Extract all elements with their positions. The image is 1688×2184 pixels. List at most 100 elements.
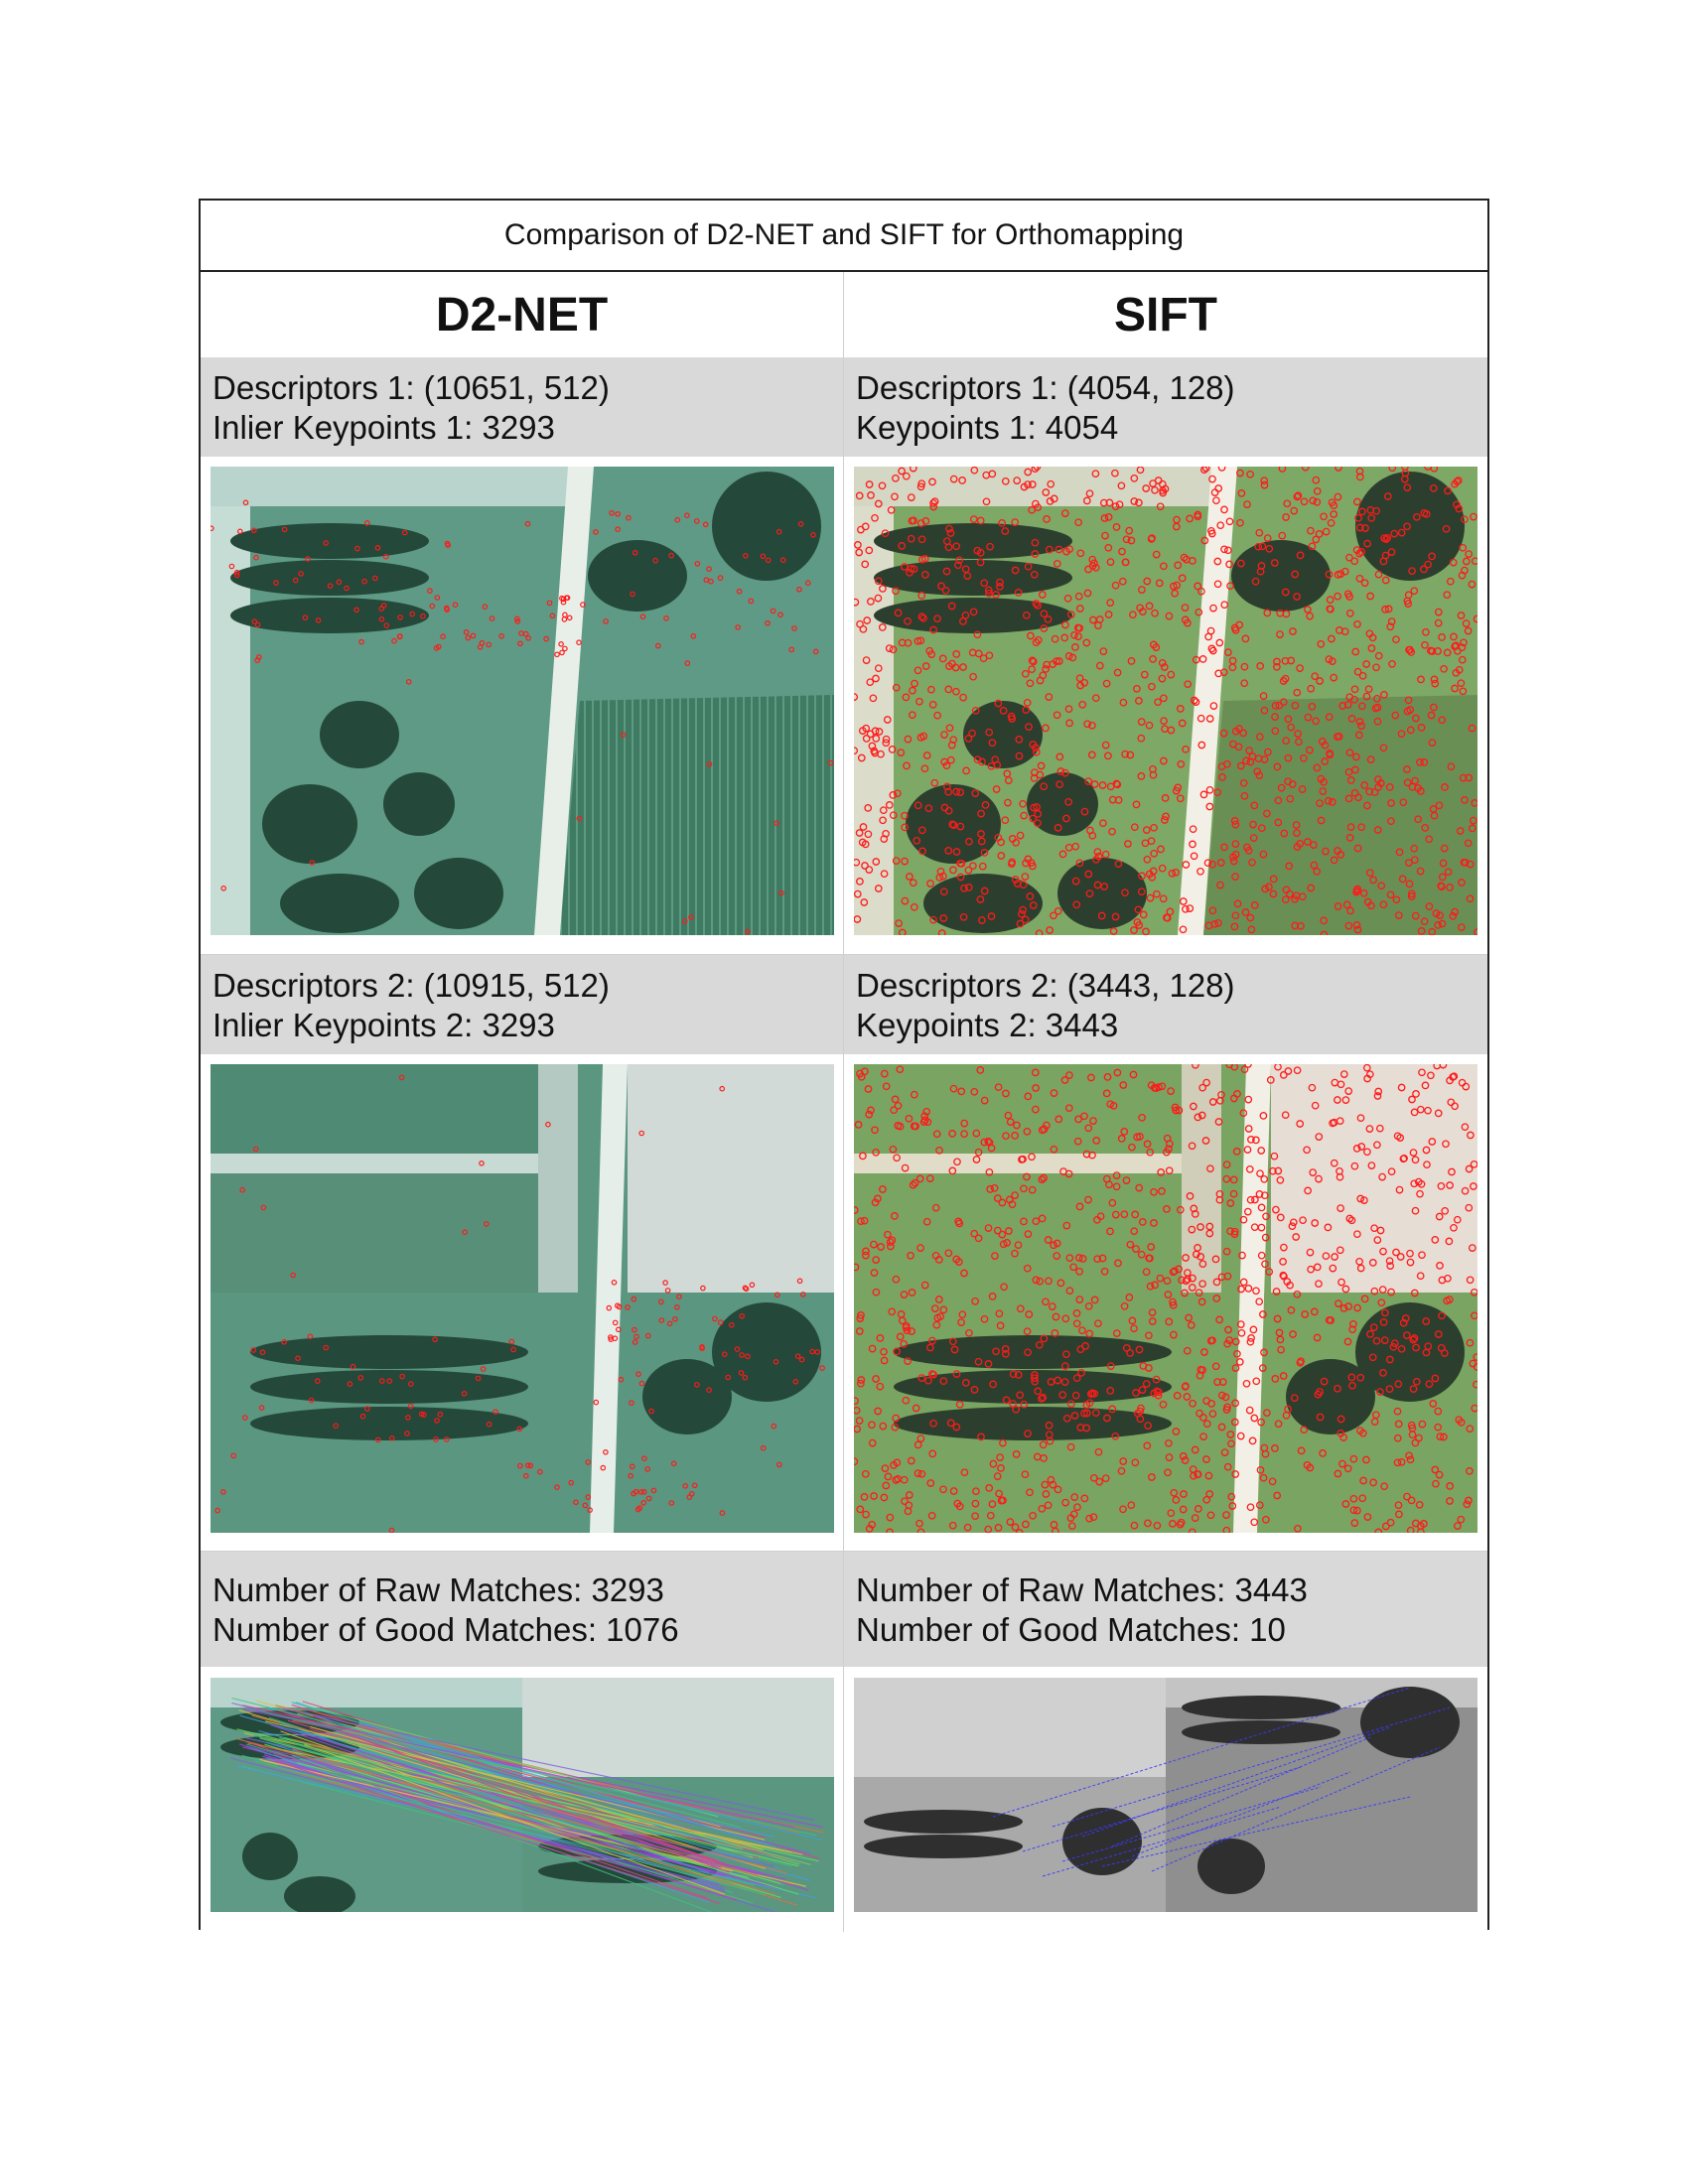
keypoint-marker: [1045, 1422, 1054, 1430]
keypoint-marker: [236, 528, 243, 535]
keypoint-marker: [640, 1499, 647, 1506]
keypoint-marker: [1066, 1400, 1075, 1409]
keypoint-marker: [920, 1116, 929, 1125]
keypoint-marker: [1045, 693, 1054, 701]
keypoint-marker: [1084, 565, 1092, 574]
keypoint-marker: [865, 1110, 874, 1119]
keypoint-marker: [988, 739, 997, 748]
keypoint-marker: [1163, 1277, 1172, 1286]
keypoint-marker: [948, 1130, 956, 1138]
keypoint-marker: [1300, 1426, 1309, 1434]
keypoint-marker: [1142, 1380, 1151, 1388]
keypoint-marker: [1223, 1403, 1231, 1412]
keypoint-marker: [1136, 1415, 1145, 1424]
keypoint-marker: [1280, 1243, 1288, 1252]
keypoint-marker: [1131, 1458, 1140, 1467]
keypoint-marker: [1208, 1098, 1217, 1106]
keypoint-marker: [1195, 608, 1203, 616]
keypoint-marker: [978, 862, 987, 871]
keypoint-marker: [593, 1399, 600, 1406]
keypoint-marker: [1460, 638, 1468, 647]
keypoint-marker: [867, 1106, 875, 1115]
keypoint-marker: [1039, 1393, 1048, 1402]
keypoint-marker: [1338, 702, 1347, 710]
keypoint-marker: [1025, 723, 1033, 732]
keypoint-marker: [1379, 900, 1388, 909]
sift-good-matches: Number of Good Matches: 10: [856, 1611, 1286, 1648]
keypoint-marker: [952, 1370, 961, 1378]
keypoint-marker: [1356, 1427, 1364, 1435]
keypoint-marker: [1134, 905, 1143, 914]
keypoint-marker: [1260, 477, 1269, 485]
keypoint-marker: [739, 1352, 745, 1358]
keypoint-marker: [916, 1244, 924, 1252]
keypoint-marker: [608, 1336, 615, 1343]
keypoint-marker: [1255, 1190, 1264, 1198]
keypoint-marker: [1026, 1488, 1034, 1497]
keypoint-marker: [554, 1484, 560, 1490]
keypoint-marker: [1387, 799, 1395, 807]
keypoint-marker: [910, 1090, 918, 1099]
keypoint-marker: [1133, 684, 1141, 693]
keypoint-marker: [1422, 1317, 1431, 1325]
keypoint-marker: [1032, 1276, 1041, 1285]
keypoint-marker: [1132, 1245, 1140, 1253]
keypoint-marker: [1222, 1174, 1231, 1183]
keypoint-marker: [1406, 1526, 1415, 1533]
keypoint-marker: [976, 548, 985, 557]
keypoint-marker: [1261, 1233, 1270, 1242]
keypoint-marker: [1465, 1496, 1473, 1505]
keypoint-marker: [1457, 612, 1466, 619]
keypoint-marker: [996, 1321, 1005, 1330]
keypoint-marker: [1274, 796, 1283, 805]
keypoint-marker: [1076, 1345, 1085, 1354]
keypoint-marker: [615, 526, 621, 533]
keypoint-marker: [1111, 1432, 1120, 1440]
keypoint-marker: [1449, 911, 1458, 920]
keypoint-marker: [867, 598, 875, 606]
keypoint-marker: [1239, 1109, 1248, 1118]
match-line: [1042, 1806, 1282, 1877]
keypoint-marker: [1138, 1218, 1147, 1226]
keypoint-marker: [1016, 831, 1025, 840]
keypoint-marker: [907, 565, 915, 573]
keypoint-marker: [774, 1292, 780, 1298]
d2net-keypoints-image-2: [211, 1064, 834, 1533]
keypoint-marker: [974, 1148, 983, 1157]
keypoint-marker: [479, 639, 486, 646]
keypoint-marker: [359, 1413, 366, 1420]
keypoint-marker: [1250, 901, 1259, 909]
keypoint-marker: [611, 1280, 618, 1286]
keypoint-marker: [775, 1461, 782, 1468]
keypoint-marker: [1269, 889, 1278, 898]
keypoint-marker: [745, 928, 751, 935]
keypoint-marker: [721, 1351, 728, 1358]
keypoint-marker: [1159, 1400, 1168, 1409]
keypoint-marker: [1023, 1327, 1032, 1336]
keypoint-marker: [903, 761, 911, 770]
keypoint-marker: [1355, 467, 1364, 476]
keypoint-marker: [1158, 864, 1167, 873]
keypoint-marker: [1374, 651, 1383, 660]
keypoint-marker: [1143, 1441, 1152, 1450]
keypoint-marker: [1205, 1490, 1214, 1498]
keypoint-marker: [1465, 550, 1473, 558]
keypoint-marker: [933, 614, 941, 623]
keypoint-marker: [992, 785, 1001, 793]
keypoint-marker: [1259, 1310, 1267, 1318]
keypoint-marker: [1028, 1185, 1037, 1194]
keypoint-marker: [1186, 904, 1195, 912]
keypoint-marker: [1182, 861, 1191, 869]
keypoint-marker: [960, 1269, 968, 1278]
comparison-table: Comparison of D2-NET and SIFT for Orthom…: [199, 199, 1489, 1932]
keypoint-marker: [1304, 1186, 1312, 1195]
keypoint-marker: [926, 1479, 935, 1487]
keypoint-marker: [1011, 1132, 1019, 1140]
keypoint-marker: [1068, 653, 1077, 662]
keypoint-marker: [1209, 604, 1217, 613]
keypoint-marker: [364, 1406, 370, 1412]
keypoint-marker: [1145, 721, 1154, 730]
keypoint-marker: [1293, 1066, 1302, 1075]
keypoint-marker: [1374, 1087, 1383, 1096]
keypoint-marker: [862, 735, 871, 743]
